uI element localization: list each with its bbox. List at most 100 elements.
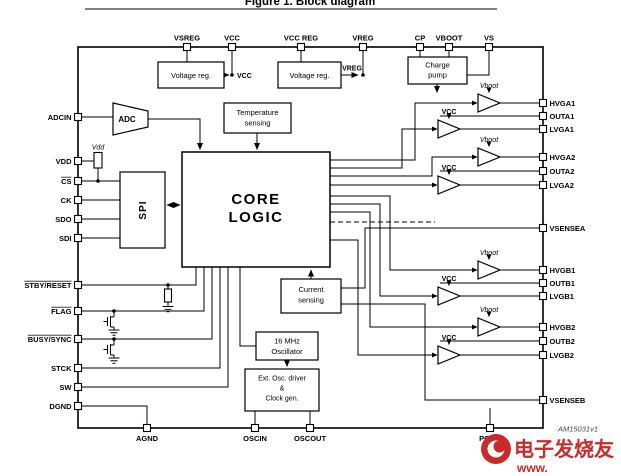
driver-a2-high <box>477 147 502 167</box>
pin-square <box>73 176 83 186</box>
pin-square <box>538 98 548 108</box>
pin-square <box>142 423 152 433</box>
temperature-sensing-label: sensing <box>245 119 271 128</box>
watermark: 电子发烧友 www. <box>481 434 614 475</box>
pin-square <box>73 363 83 373</box>
charge-pump-block <box>407 56 468 85</box>
pin-square <box>73 214 83 224</box>
pin-square <box>73 195 83 205</box>
current-sensing-block <box>280 278 342 314</box>
junction-dot <box>361 73 365 77</box>
pin-label-left: FLAG <box>51 307 72 316</box>
pin-label-left: STBY/RESET <box>24 281 72 290</box>
driver-a1-low <box>437 119 462 139</box>
wire-vs <box>467 50 490 76</box>
pin-label-left: CK <box>61 196 72 205</box>
vcc-label: VCC <box>442 165 457 172</box>
core-logic-label: CORE <box>231 191 280 208</box>
figure-header: Figure 1. Block diagram AM15031v1 <box>85 0 598 434</box>
junction-dot <box>112 337 116 341</box>
pin-label-left: BUSY/SYNC <box>28 335 72 344</box>
pin-squares <box>73 42 548 433</box>
pin-labels: VSREG VCC VCC REG VREG CP VBOOT VS ADCIN… <box>24 34 586 444</box>
wire-drv-b1h <box>330 195 478 273</box>
wire-drv-a1h <box>330 100 478 161</box>
vboot-label: Vboot <box>480 250 499 257</box>
wire-flag <box>81 267 205 312</box>
pin-square <box>227 42 237 52</box>
pin-square <box>538 291 548 301</box>
wire-vsenseb <box>341 303 540 401</box>
pin-label-top: VSREG <box>174 34 200 43</box>
adc-label: ADC <box>118 115 136 124</box>
pin-square <box>73 112 83 122</box>
pin-label-top: VBOOT <box>436 34 463 43</box>
oscillator-label: 16 MHz <box>274 337 300 346</box>
pin-label-right: OUTA2 <box>550 167 575 176</box>
figure-reference: AM15031v1 <box>557 425 598 434</box>
pin-label-bottom: OSCOUT <box>294 434 327 443</box>
junction-dot <box>166 283 170 287</box>
pin-square <box>73 306 83 316</box>
wire-vsensea <box>341 227 540 289</box>
driver-a1-high <box>477 93 502 113</box>
gate-drivers: Vboot VCC Vboot VCC Vboot VCC Vboot VCC <box>437 83 502 365</box>
pin-label-left: SW <box>59 383 72 392</box>
pin-label-right: OUTB2 <box>550 337 575 346</box>
pullup-resistor <box>93 151 103 169</box>
pin-label-left: ADCIN <box>48 113 72 122</box>
ext-osc-block <box>244 368 320 412</box>
pin-label-left: CS <box>61 177 71 186</box>
pin-square <box>538 152 548 162</box>
vboot-label: Vboot <box>480 307 499 314</box>
open-drain-fet-icon <box>103 338 120 364</box>
pin-square <box>73 280 83 290</box>
charge-pump-label: Charge <box>425 61 450 70</box>
current-sensing-label: sensing <box>298 296 324 305</box>
junction-dot <box>112 309 116 313</box>
pin-square <box>358 42 368 52</box>
wire-drv-b1l <box>330 203 438 299</box>
pin-square <box>73 382 83 392</box>
pin-label-top: VCC <box>224 34 240 43</box>
spi-block <box>119 171 166 249</box>
pin-square <box>415 42 425 52</box>
driver-b1-high <box>477 260 502 280</box>
open-drain-fet-icon <box>103 310 120 336</box>
pin-square <box>296 42 306 52</box>
oscillator-block <box>255 331 319 361</box>
pin-label-bottom: OSCIN <box>243 434 267 443</box>
vboot-label: Vboot <box>480 137 499 144</box>
stby-resistor <box>163 288 173 303</box>
pin-square <box>538 223 548 233</box>
figure-title: Figure 1. Block diagram <box>245 0 375 8</box>
vdd-node-label: Vdd <box>92 145 106 152</box>
temperature-sensing-label: Temperature <box>236 108 278 117</box>
pin-square <box>484 42 494 52</box>
function-blocks: Voltage reg. Voltage reg. Charge pump Te… <box>77 46 544 429</box>
pin-square <box>444 42 454 52</box>
vboot-label: Vboot <box>480 83 499 90</box>
vcc-node-label: VCC <box>237 73 252 80</box>
pin-square <box>305 423 315 433</box>
pin-square <box>538 350 548 360</box>
pin-square <box>538 180 548 190</box>
pin-square <box>538 166 548 176</box>
pin-label-right: LVGB1 <box>550 292 574 301</box>
ground-icon <box>162 306 174 313</box>
core-logic-block <box>181 151 331 268</box>
wire-sw <box>81 267 229 388</box>
junction-dot <box>230 73 234 77</box>
pin-square <box>73 334 83 344</box>
pin-square <box>538 278 548 288</box>
pin-label-right: LVGB2 <box>550 351 574 360</box>
watermark-brand: 电子发烧友 <box>514 437 614 461</box>
ext-osc-label: Ext. Osc. driver <box>258 376 307 383</box>
core-logic-label: LOGIC <box>229 209 284 226</box>
current-sensing-label: Current <box>298 285 324 294</box>
signal-wires <box>81 50 540 425</box>
pin-label-top: VREG <box>352 34 373 43</box>
pin-square <box>250 423 260 433</box>
